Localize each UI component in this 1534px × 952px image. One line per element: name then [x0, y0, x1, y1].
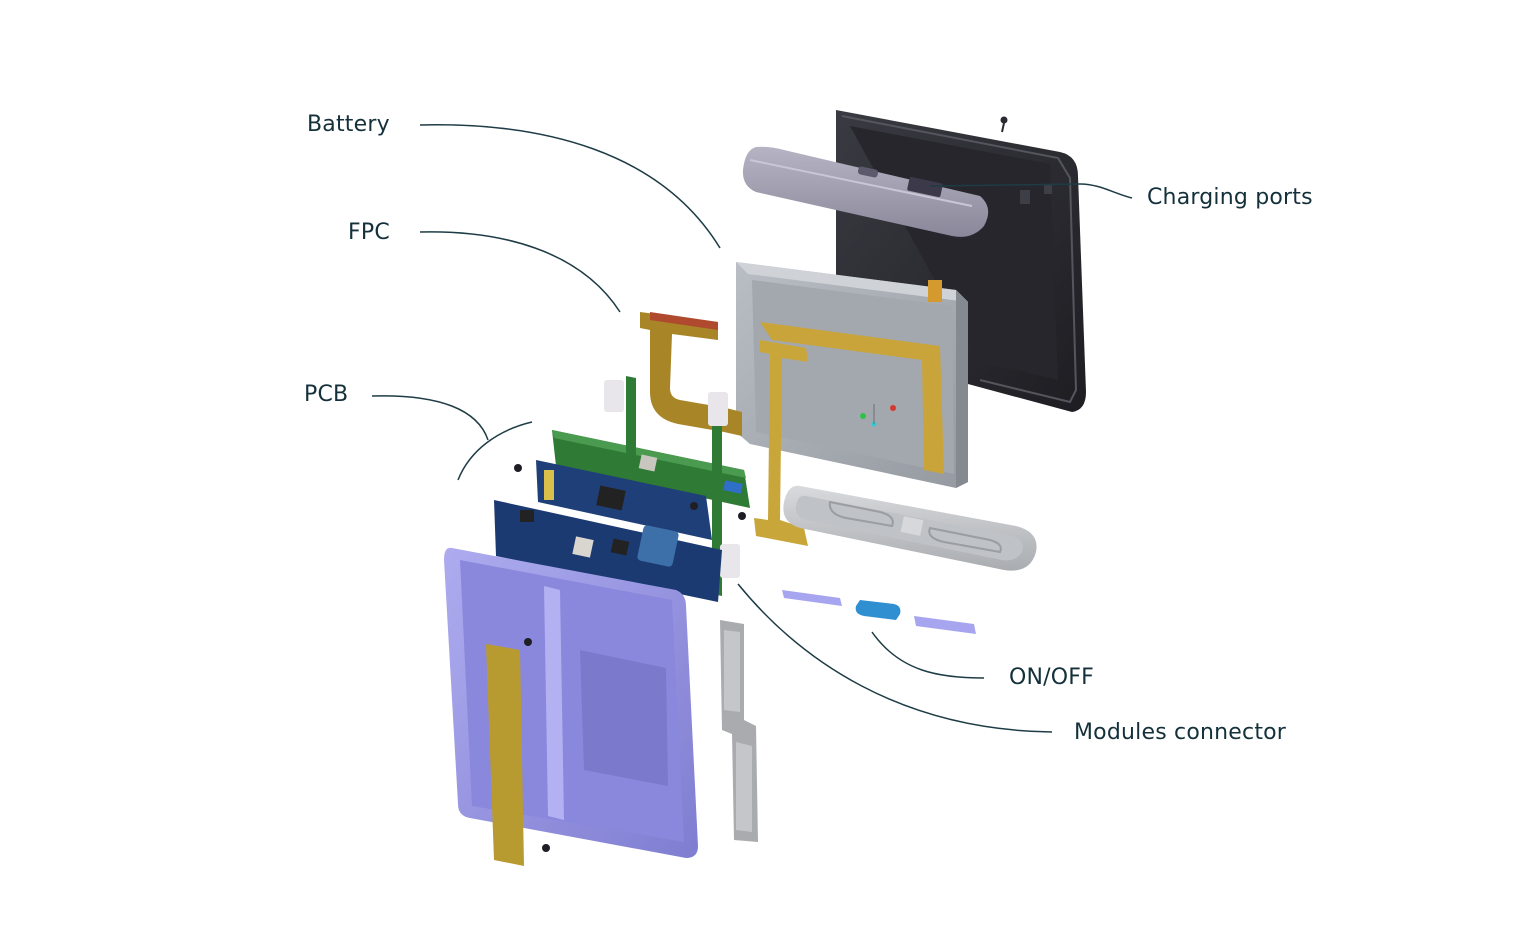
fpc-flex-cable [640, 312, 808, 546]
label-pcb: PCB [304, 382, 349, 407]
label-modules-connector: Modules connector [1074, 720, 1287, 745]
leader-line-charging-ports [929, 183, 1133, 199]
screw-icon [690, 502, 698, 510]
usb-a-port-icon [907, 176, 943, 198]
usb-port-icon [857, 166, 879, 178]
label-fpc: FPC [348, 220, 390, 245]
screw-icon [514, 464, 522, 472]
screw-icon [1000, 116, 1008, 124]
pcb-blue-boards [494, 460, 746, 602]
leader-line-modules-connector [737, 583, 1053, 733]
label-battery: Battery [307, 112, 390, 137]
side-buttons [782, 590, 976, 634]
screw-icon [542, 844, 550, 852]
modules-connector-rail [720, 620, 758, 842]
leader-line-fpc [419, 231, 621, 313]
battery-pack [736, 262, 968, 488]
pcb-green-board [552, 376, 750, 596]
screw-icon [738, 512, 746, 520]
leader-line-on-off [871, 631, 985, 679]
screw-icon [524, 638, 532, 646]
label-charging-ports: Charging ports [1147, 185, 1313, 210]
leader-lines [371, 124, 1133, 733]
leader-line-pcb [371, 395, 489, 441]
label-on-off: ON/OFF [1009, 665, 1095, 690]
leader-line-pcb-arc [457, 421, 533, 481]
bottom-end-tray [783, 485, 1037, 571]
top-end-cap [742, 146, 989, 237]
power-button-icon [855, 600, 901, 620]
front-housing [444, 547, 698, 866]
leader-line-battery [419, 124, 721, 249]
